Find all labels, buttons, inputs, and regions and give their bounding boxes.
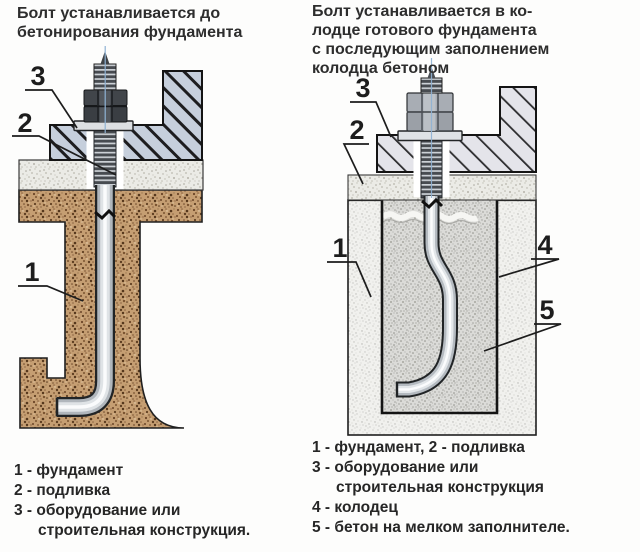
right-callout-5: 5 bbox=[483, 295, 562, 352]
legend-line: 3 - оборудование или bbox=[14, 502, 181, 519]
right-well-walls bbox=[380, 200, 499, 415]
right-washer bbox=[397, 130, 463, 142]
right-bolt-break-mark bbox=[421, 197, 444, 210]
left-legend: 1 - фундамент 2 - подливка 3 - оборудова… bbox=[14, 461, 314, 541]
svg-text:2: 2 bbox=[17, 108, 32, 138]
title-line: с последующим заполнением bbox=[312, 41, 550, 58]
svg-text:1: 1 bbox=[24, 257, 39, 287]
left-diagram: 3 2 1 bbox=[12, 46, 204, 429]
right-equipment-plate bbox=[376, 86, 537, 173]
title-line: колодца бетоном bbox=[312, 60, 450, 77]
right-nuts bbox=[406, 92, 454, 132]
legend-line: 1 - фундамент bbox=[14, 462, 124, 479]
legend-line: 5 - бетон на мелком заполнителе. bbox=[312, 519, 570, 536]
right-callout-4: 4 bbox=[498, 230, 560, 278]
title-line: лодце готового фундамента bbox=[312, 22, 537, 39]
svg-text:2: 2 bbox=[349, 115, 364, 145]
legend-line: 3 - оборудование или bbox=[312, 459, 479, 476]
right-anchor-bolt bbox=[395, 196, 458, 398]
left-callout-2: 2 bbox=[12, 108, 117, 176]
title-line: Болт устанавливается до bbox=[17, 5, 221, 22]
left-anchor-bolt bbox=[55, 185, 117, 417]
left-bolt-thread bbox=[93, 126, 117, 188]
left-callout-1: 1 bbox=[18, 257, 84, 302]
legend-line: строительная конструкция. bbox=[38, 522, 251, 539]
right-diagram: 3 2 1 4 5 bbox=[327, 58, 562, 436]
svg-text:3: 3 bbox=[355, 73, 370, 103]
svg-text:5: 5 bbox=[539, 295, 554, 325]
svg-text:1: 1 bbox=[332, 233, 347, 263]
right-callout-3: 3 bbox=[350, 73, 392, 138]
right-callout-2: 2 bbox=[342, 115, 369, 185]
left-callout-3: 3 bbox=[25, 61, 78, 129]
svg-text:3: 3 bbox=[30, 61, 45, 91]
legend-line: строительная конструкция bbox=[336, 479, 544, 496]
left-panel-title: Болт устанавливается до бетонирования фу… bbox=[17, 4, 307, 42]
legend-line: 1 - фундамент, 2 - подливка bbox=[312, 439, 525, 456]
left-bolt-break-mark bbox=[94, 208, 117, 221]
right-callout-1: 1 bbox=[327, 233, 372, 298]
title-line: бетонирования фундамента bbox=[17, 24, 243, 41]
title-line: Болт устанавливается в ко- bbox=[312, 3, 533, 20]
right-panel-title: Болт устанавливается в ко- лодце готовог… bbox=[312, 2, 636, 78]
legend-line: 2 - подливка bbox=[14, 482, 111, 499]
legend-line: 4 - колодец bbox=[312, 499, 398, 516]
right-legend: 1 - фундамент, 2 - подливка 3 - оборудов… bbox=[312, 438, 638, 538]
svg-text:4: 4 bbox=[537, 230, 552, 260]
